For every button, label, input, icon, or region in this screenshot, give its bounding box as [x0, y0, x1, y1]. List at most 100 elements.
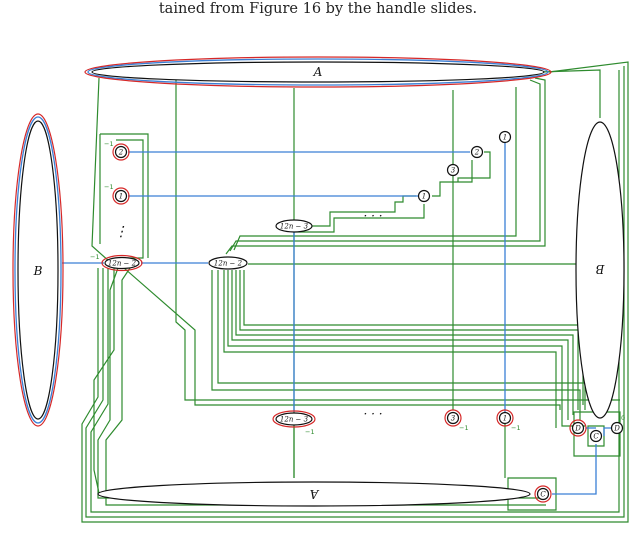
C-label: C: [540, 491, 546, 499]
left-1-framing: −1: [104, 183, 114, 191]
green-left-col: [91, 77, 111, 263]
green-outer-frame-3: [90, 70, 620, 513]
stair-1-label: 1: [422, 193, 426, 201]
green-bundle-1: [231, 270, 569, 420]
green-right-c: [233, 87, 517, 251]
green-bundle-2: [235, 270, 574, 415]
left-1-knot: [114, 189, 128, 203]
stair-2-label: 2: [474, 149, 480, 157]
green-c-small-box: [587, 425, 605, 447]
bot-3-framing: −1: [459, 424, 469, 432]
left-2-framing: −1: [104, 140, 114, 148]
green-left-diag: [123, 267, 561, 410]
green-bundle-5: [223, 270, 557, 428]
green-bundle-8: [217, 270, 586, 410]
stair-3-label: 3: [451, 167, 456, 175]
left-1-red: [112, 187, 130, 205]
unknot-B-rotated: B: [575, 121, 625, 419]
bot-1-framing: −1: [511, 424, 521, 432]
cd-knots: C D C D 0: [534, 414, 625, 503]
mid-dots: · · ·: [363, 209, 382, 223]
bot-12n3-red: [272, 410, 316, 428]
blue-C-to-Csmall: [552, 444, 597, 495]
green-col-a1: [175, 80, 620, 401]
green-right-b: [229, 79, 541, 252]
top-12n3-knot: [275, 219, 313, 233]
figure-caption: tained from Figure 16 by the handle slid…: [158, 1, 478, 17]
B-rot-ellipse: [575, 121, 625, 419]
green-bundle-4: [227, 270, 585, 427]
left-12n2-label: 12n − 2: [108, 260, 137, 268]
bot-1-red: [496, 409, 514, 427]
B-label: B: [33, 264, 43, 278]
bot-3-label: 3: [451, 415, 456, 423]
A-label: A: [313, 65, 323, 79]
bot-dots: · · ·: [363, 407, 382, 421]
green-left-col-2: [93, 262, 115, 494]
green-bundle-7: [211, 270, 581, 420]
left-12n2-framing: −1: [90, 253, 100, 261]
unknot-A-rotated: A: [97, 481, 531, 507]
mid-12n2-label: 12n − 2: [214, 260, 243, 268]
D-label: D: [613, 425, 620, 433]
C-red: [534, 485, 552, 503]
D-small-knot: [571, 421, 585, 435]
top-1-knot: [498, 130, 512, 144]
green-strands: [81, 61, 629, 523]
D-small-red: [569, 419, 587, 437]
green-bundle-6: [243, 270, 584, 405]
green-stair-2: [432, 160, 473, 197]
left-1-label: 1: [119, 193, 123, 201]
green-stair-1: [294, 204, 425, 233]
green-stair-3: [457, 151, 491, 182]
stair-1-knot: [417, 189, 431, 203]
left-2-label: 2: [118, 149, 124, 157]
green-bundle-3: [239, 270, 579, 410]
green-staircase: [312, 195, 416, 227]
left-2-red: [112, 143, 130, 161]
A-rot-label: A: [309, 487, 319, 501]
green-outer-frame-2: [85, 66, 625, 518]
A-ellipse: [91, 61, 545, 83]
bot-12n3-label: 12n − 3: [280, 416, 309, 424]
D-framing: 0: [621, 414, 625, 422]
bot-3-knot: [446, 411, 460, 425]
left-12n2-red: [101, 254, 143, 272]
top-1-label: 1: [503, 134, 507, 142]
bot-1-label: 1: [503, 415, 507, 423]
unknot-B: B: [12, 113, 64, 427]
middle-knots: 12n − 3 12n − 2 · · · 1 3 2 1: [208, 130, 512, 270]
mid-12n2-knot: [208, 256, 248, 270]
bot-3-red: [444, 409, 462, 427]
B-blue-ring: [14, 116, 62, 424]
green-right-b-conn: [539, 69, 601, 118]
bot-1-knot: [498, 411, 512, 425]
stair-2-knot: [470, 145, 484, 159]
C-small-knot: [589, 429, 603, 443]
stair-3-knot: [446, 163, 460, 177]
unknot-A: A: [84, 56, 552, 88]
D-knot: [610, 421, 624, 435]
B-rot-label: B: [595, 262, 605, 276]
D-small-label: D: [574, 425, 581, 433]
B-red-ring: [12, 113, 64, 427]
blue-D-to-C: [603, 427, 611, 436]
A-blue-ring: [87, 58, 549, 86]
bot-12n3-framing: −1: [305, 428, 315, 436]
left-2-knot: [114, 145, 128, 159]
B-ellipse: [17, 120, 59, 420]
green-outer-frame: [81, 61, 629, 523]
bot-12n3-knot: [275, 412, 313, 426]
blue-strands: [62, 142, 611, 495]
top-12n3-label: 12n − 3: [280, 223, 309, 231]
green-right-a: [225, 77, 546, 255]
green-left-diag-2: [105, 267, 546, 506]
green-left-box: [99, 133, 149, 258]
left-12n2-knot: [104, 256, 140, 270]
A-red-ring: [84, 56, 552, 88]
C-knot: [536, 487, 550, 501]
A-rot-ellipse: [97, 481, 531, 507]
left-knots: 2 −1 1 −1 ⋮ 12n − 2 −1: [90, 140, 143, 272]
left-vdots: ⋮: [114, 224, 128, 240]
